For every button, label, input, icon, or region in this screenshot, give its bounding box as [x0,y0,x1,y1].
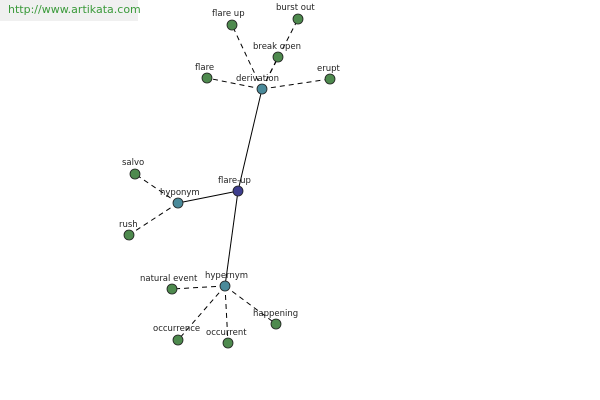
node-label-natural-event[interactable]: natural event [140,274,198,284]
edge-derivation-to-flare [206,77,263,90]
node-label-occurrent[interactable]: occurrent [206,328,247,338]
node-erupt[interactable] [324,73,336,85]
node-label-flare-up-root[interactable]: flare-up [218,176,251,186]
node-label-erupt[interactable]: erupt [317,64,341,74]
labels-layer: flare-up derivation hyponym hypernym flare u… [119,3,341,338]
node-flare-up-leaf[interactable] [226,19,238,31]
node-burst-out[interactable] [292,13,304,25]
edges-layer [128,18,331,344]
node-label-flare[interactable]: flare [195,63,214,73]
node-label-flare-up-leaf[interactable]: flare up [212,9,245,19]
node-derivation[interactable] [256,83,268,95]
edge-hypernym-to-occurrence [177,285,226,341]
node-label-salvo[interactable]: salvo [122,158,144,168]
url-link[interactable]: http://www.artikata.com [8,3,141,16]
node-label-occurrence[interactable]: occurrence [153,324,200,334]
node-label-rush[interactable]: rush [119,220,138,230]
node-happening[interactable] [270,318,282,330]
url-banner[interactable]: http://www.artikata.com [0,0,141,21]
node-label-hypernym[interactable]: hypernym [205,271,248,281]
edge-flare-up-root-to-hyponym [177,190,239,204]
edge-derivation-to-break-open [261,56,279,90]
edge-hyponym-to-rush [128,202,179,236]
edge-hypernym-to-natural-event [171,285,226,290]
node-label-break-open[interactable]: break open [253,42,301,52]
node-label-derivation[interactable]: derivation [236,74,279,84]
node-flare[interactable] [201,72,213,84]
node-break-open[interactable] [272,51,284,63]
node-occurrence[interactable] [172,334,184,346]
node-hyponym[interactable] [172,197,184,209]
node-occurrent[interactable] [222,337,234,349]
edge-flare-up-root-to-derivation [237,88,263,192]
node-flare-up-root[interactable] [232,185,244,197]
edge-derivation-to-flare-up-leaf [231,24,263,90]
node-label-happening[interactable]: happening [253,309,298,319]
node-rush[interactable] [123,229,135,241]
node-label-burst-out[interactable]: burst out [276,3,315,13]
node-hypernym[interactable] [219,280,231,292]
edge-derivation-to-erupt [261,78,331,90]
edge-hypernym-to-occurrent [224,285,229,344]
node-salvo[interactable] [129,168,141,180]
edge-flare-up-root-to-hypernym [224,190,239,287]
nodes-layer [123,13,336,349]
node-natural-event[interactable] [166,283,178,295]
node-label-hyponym[interactable]: hyponym [160,188,200,198]
edge-hypernym-to-happening [224,285,277,325]
